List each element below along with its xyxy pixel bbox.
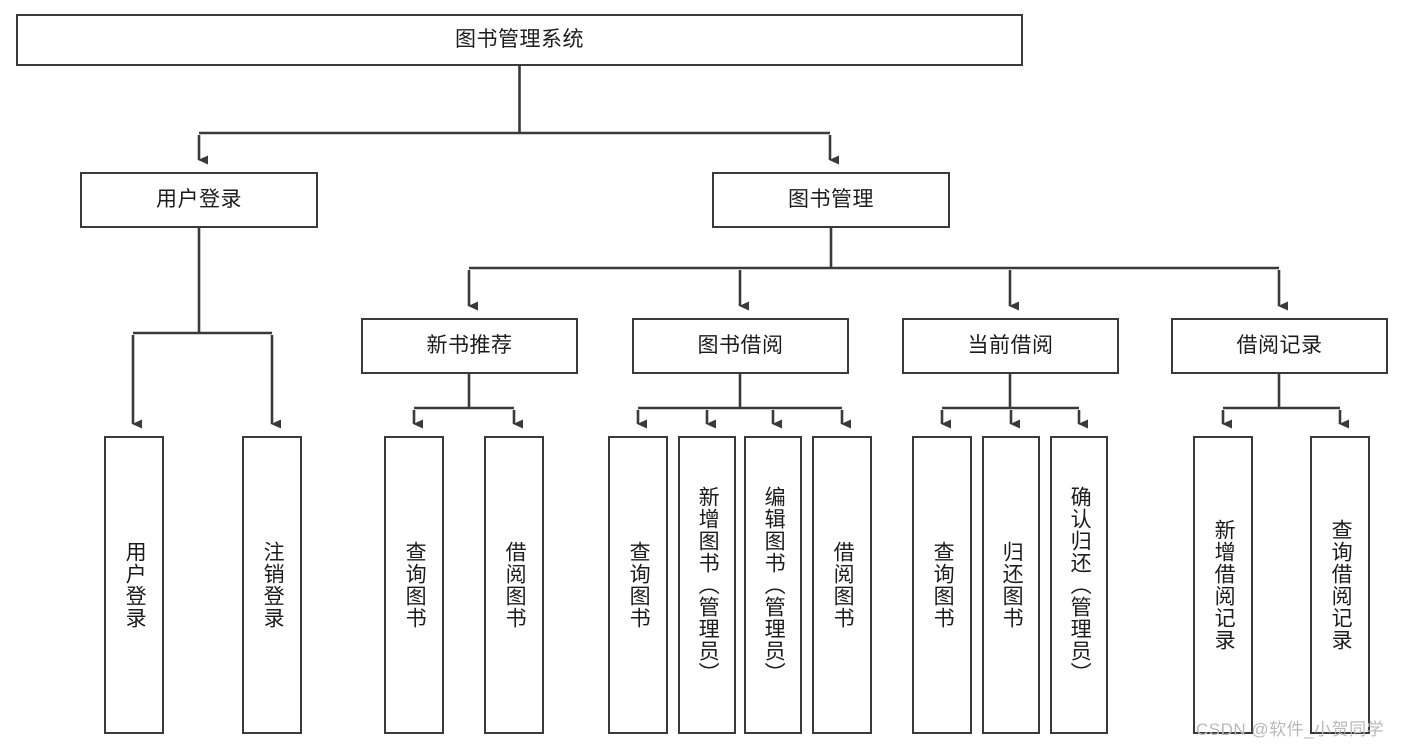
leaf-edit-book-admin-label: 编辑图书（管理员） bbox=[762, 486, 786, 684]
csdn-watermark: CSDN @软件_小贺同学 bbox=[1196, 720, 1385, 739]
leaf-logout-login-label: 注销登录 bbox=[261, 541, 285, 629]
node-book-borrow-label: 图书借阅 bbox=[697, 334, 784, 358]
leaf-return-book[interactable]: 归还图书 bbox=[982, 436, 1040, 734]
leaf-add-borrow-record[interactable]: 新增借阅记录 bbox=[1193, 436, 1253, 734]
node-current-borrow[interactable]: 当前借阅 bbox=[902, 318, 1119, 374]
node-root[interactable]: 图书管理系统 bbox=[16, 14, 1023, 66]
leaf-borrow-book-label: 借阅图书 bbox=[831, 541, 855, 629]
node-book-management[interactable]: 图书管理 bbox=[712, 172, 950, 228]
leaf-add-book-admin[interactable]: 新增图书（管理员） bbox=[678, 436, 736, 734]
node-user-login[interactable]: 用户登录 bbox=[80, 172, 318, 228]
leaf-query-book-recommend-label: 查询图书 bbox=[403, 541, 427, 629]
node-current-borrow-label: 当前借阅 bbox=[967, 334, 1054, 358]
node-borrow-records[interactable]: 借阅记录 bbox=[1171, 318, 1388, 374]
leaf-borrow-book-recommend-label: 借阅图书 bbox=[503, 541, 527, 629]
leaf-return-book-label: 归还图书 bbox=[1000, 541, 1024, 629]
leaf-borrow-book-recommend[interactable]: 借阅图书 bbox=[484, 436, 544, 734]
leaf-query-book-recommend[interactable]: 查询图书 bbox=[384, 436, 444, 734]
node-root-label: 图书管理系统 bbox=[455, 28, 584, 52]
leaf-query-book-current[interactable]: 查询图书 bbox=[912, 436, 972, 734]
leaf-confirm-return-admin[interactable]: 确认归还（管理员） bbox=[1050, 436, 1108, 734]
leaf-edit-book-admin[interactable]: 编辑图书（管理员） bbox=[744, 436, 802, 734]
leaf-query-book-borrow[interactable]: 查询图书 bbox=[608, 436, 668, 734]
leaf-confirm-return-admin-label: 确认归还（管理员） bbox=[1068, 486, 1092, 684]
node-borrow-records-label: 借阅记录 bbox=[1236, 334, 1323, 358]
leaf-logout-login[interactable]: 注销登录 bbox=[242, 436, 302, 734]
leaf-add-book-admin-label: 新增图书（管理员） bbox=[696, 486, 720, 684]
leaf-query-book-current-label: 查询图书 bbox=[931, 541, 955, 629]
node-book-borrow[interactable]: 图书借阅 bbox=[632, 318, 849, 374]
node-new-book-recommend-label: 新书推荐 bbox=[426, 334, 513, 358]
leaf-add-borrow-record-label: 新增借阅记录 bbox=[1212, 519, 1236, 651]
leaf-user-login[interactable]: 用户登录 bbox=[104, 436, 164, 734]
leaf-borrow-book[interactable]: 借阅图书 bbox=[812, 436, 872, 734]
node-user-login-label: 用户登录 bbox=[156, 188, 242, 212]
node-book-management-label: 图书管理 bbox=[788, 188, 874, 212]
leaf-query-borrow-record[interactable]: 查询借阅记录 bbox=[1310, 436, 1370, 734]
leaf-query-borrow-record-label: 查询借阅记录 bbox=[1329, 519, 1353, 651]
node-new-book-recommend[interactable]: 新书推荐 bbox=[361, 318, 578, 374]
leaf-user-login-label: 用户登录 bbox=[123, 541, 147, 629]
leaf-query-book-borrow-label: 查询图书 bbox=[627, 541, 651, 629]
